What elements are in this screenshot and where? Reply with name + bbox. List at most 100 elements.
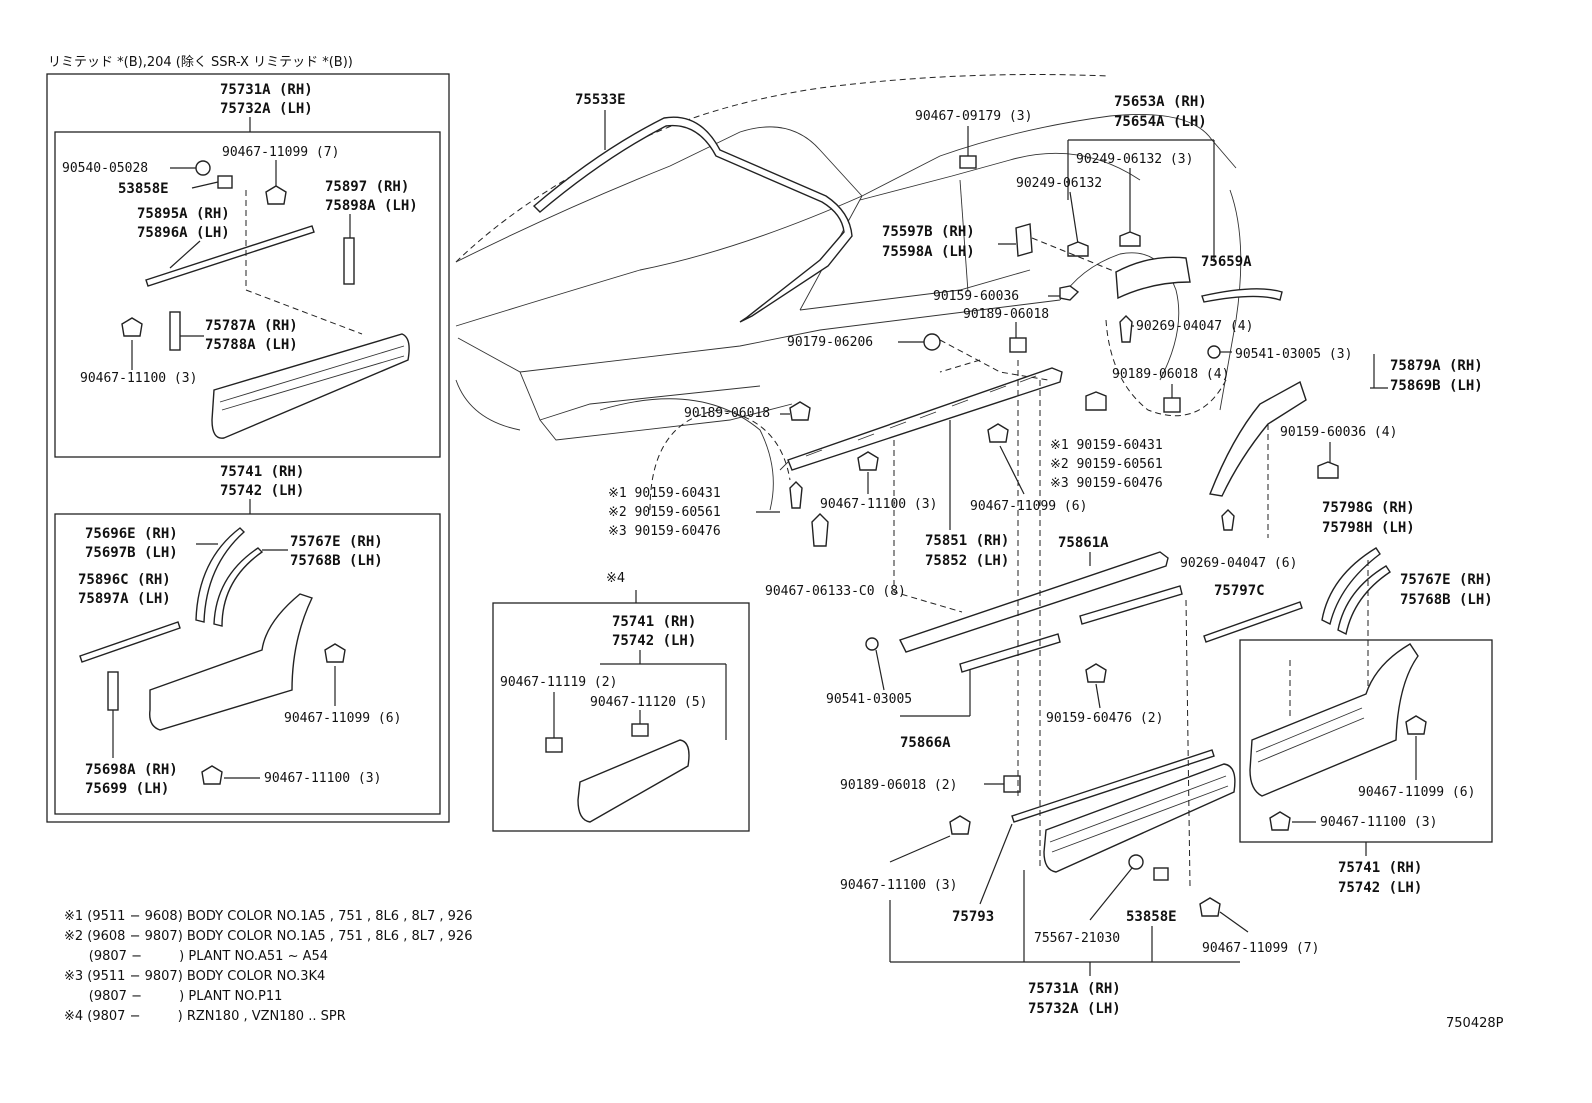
label-75879A-rh: 75879A (RH): [1390, 358, 1483, 374]
screw-icon-3: [1317, 461, 1339, 479]
clip-icon-5: [545, 737, 563, 753]
label-90467-11100-3c: 90467-11100 (3): [820, 497, 937, 512]
rocker-molding-icon: [787, 367, 1063, 471]
clip-icon-14: [1003, 775, 1021, 793]
label-75699-lh: 75699 (LH): [85, 781, 169, 797]
label-90159-60476-2: 90159-60476 (2): [1046, 711, 1163, 726]
label-star3-90159-60476: ※3 90159-60476: [1050, 476, 1163, 491]
clip-icon-9: [1163, 397, 1181, 413]
arch-molding-icon-3: [1321, 547, 1381, 626]
footnote-1: ※1 (9511 − 9608) BODY COLOR NO.1A5 , 751…: [64, 909, 472, 924]
label-75732A-lh: 75732A (LH): [1028, 1001, 1121, 1017]
label-right-90467-11099-6: 90467-11099 (6): [1358, 785, 1475, 800]
right-box-title-rh: 75741 (RH): [1338, 860, 1422, 876]
label-53858E: 53858E: [118, 181, 169, 197]
flare-strip-icon: [1201, 288, 1283, 303]
windshield-molding-icon: [532, 116, 853, 323]
clip-icon-6: [631, 723, 649, 737]
label-75897A-lh: 75897A (LH): [78, 591, 171, 607]
footnote-2: ※2 (9608 − 9807) BODY COLOR NO.1A5 , 751…: [64, 929, 472, 944]
label-star2-90159-60561: ※2 90159-60561: [1050, 457, 1163, 472]
label-75659A: 75659A: [1201, 254, 1252, 270]
right-box-title-lh: 75742 (LH): [1338, 880, 1422, 896]
footnote-4: ※3 (9511 − 9807) BODY COLOR NO.3K4: [64, 969, 325, 984]
label-75898A-lh: 75898A (LH): [325, 198, 418, 214]
label-90467-09179-3: 90467-09179 (3): [915, 109, 1032, 124]
label-75895A-rh: 75895A (RH): [137, 206, 230, 222]
left-top-title-lh: 75732A (LH): [220, 101, 313, 117]
clip-icon-11: [857, 451, 879, 471]
label-90467-11100-3b: 90467-11100 (3): [264, 771, 381, 786]
molding-strip-icon-3: [1203, 601, 1303, 643]
clip-icon-8: [1009, 337, 1027, 353]
clip-icon-16: [1199, 897, 1221, 917]
label-90189-06018-b: 90189-06018: [684, 406, 770, 421]
label-90467-11120-5: 90467-11120 (5): [590, 695, 707, 710]
inner-liner-icon: [1209, 380, 1307, 497]
label-53858E-b: 53858E: [1126, 909, 1177, 925]
arch-molding-icon-2: [213, 547, 264, 627]
label-75788A-lh: 75788A (LH): [205, 337, 298, 353]
door-molding-icon: [577, 739, 690, 823]
label-90249-06132-3: 90249-06132 (3): [1076, 152, 1193, 167]
end-cap-icon-2: [107, 671, 119, 711]
label-90467-11099-6: 90467-11099 (6): [284, 711, 401, 726]
label-90189-06018-4: 90189-06018 (4): [1112, 367, 1229, 382]
clip-icon-18: [1269, 811, 1291, 831]
label-right-90467-11100-3: 90467-11100 (3): [1320, 815, 1437, 830]
label-90249-06132: 90249-06132: [1016, 176, 1102, 191]
label-star3-90159-60476b: ※3 90159-60476: [608, 524, 721, 539]
arch-molding-icon: [195, 527, 246, 623]
footnote-6: ※4 (9807 − ) RZN180 , VZN180 .. SPR: [64, 1009, 346, 1024]
label-75896A-lh: 75896A (LH): [137, 225, 230, 241]
left-bottom-title-lh: 75742 (LH): [220, 483, 304, 499]
label-75798H-lh: 75798H (LH): [1322, 520, 1415, 536]
label-75798G-rh: 75798G (RH): [1322, 500, 1415, 516]
label-75598A-lh: 75598A (LH): [882, 244, 975, 260]
label-75653A-rh: 75653A (RH): [1114, 94, 1207, 110]
label-75767E-rh-b: 75767E (RH): [1400, 572, 1493, 588]
label-75597B-rh: 75597B (RH): [882, 224, 975, 240]
bolt-icon-3: [1085, 391, 1107, 411]
screw-icon-5: [865, 637, 879, 651]
label-75866A: 75866A: [900, 735, 951, 751]
left-bottom-inner-box: [54, 513, 441, 815]
clip-icon-17: [1405, 715, 1427, 735]
clip-icon: [265, 185, 287, 205]
label-star2-90159-60561b: ※2 90159-60561: [608, 505, 721, 520]
label-90269-04047-4: 90269-04047 (4): [1136, 319, 1253, 334]
mid-box-mark: ※4: [606, 571, 625, 586]
label-75852-lh: 75852 (LH): [925, 553, 1009, 569]
mid-box: [492, 602, 750, 832]
footnote-5: (9807 − ) PLANT NO.P11: [64, 989, 282, 1004]
bolt-icon: [1119, 231, 1141, 247]
label-75897-rh: 75897 (RH): [325, 179, 409, 195]
label-75768B-lh-b: 75768B (LH): [1400, 592, 1493, 608]
label-75797C: 75797C: [1214, 583, 1265, 599]
lower-strip-icon: [1011, 749, 1215, 823]
screw-icon-2: [1207, 345, 1221, 359]
label-90467-11119-2: 90467-11119 (2): [500, 675, 617, 690]
label-90467-11099-7: 90467-11099 (7): [222, 145, 339, 160]
clip-icon-2: [121, 317, 143, 337]
left-bottom-title-rh: 75741 (RH): [220, 464, 304, 480]
fender-molding-icon: [149, 593, 313, 731]
clip-icon-12: [987, 423, 1009, 443]
label-75793: 75793: [952, 909, 994, 925]
label-90159-60036: 90159-60036: [933, 289, 1019, 304]
label-90540-05028: 90540-05028: [62, 161, 148, 176]
retainer-icon: [217, 175, 233, 189]
variant-note: リミテッド *(B),204 (除く SSR-X リミテッド *(B)): [48, 55, 353, 70]
label-90269-04047-6: 90269-04047 (6): [1180, 556, 1297, 571]
molding-strip-icon: [145, 225, 315, 287]
label-90189-06018-2: 90189-06018 (2): [840, 778, 957, 793]
clip-icon-7: [959, 155, 977, 169]
mid-box-title-lh: 75742 (LH): [612, 633, 696, 649]
molding-strip-icon-2: [79, 621, 181, 663]
footnote-3: (9807 − ) PLANT NO.A51 ~ A54: [64, 949, 328, 964]
nut-icon: [923, 333, 941, 351]
fender-flare-icon: [1115, 256, 1191, 300]
clip-icon-3: [324, 643, 346, 663]
label-90467-11099-6b: 90467-11099 (6): [970, 499, 1087, 514]
rivet-icon-2: [1221, 509, 1235, 531]
